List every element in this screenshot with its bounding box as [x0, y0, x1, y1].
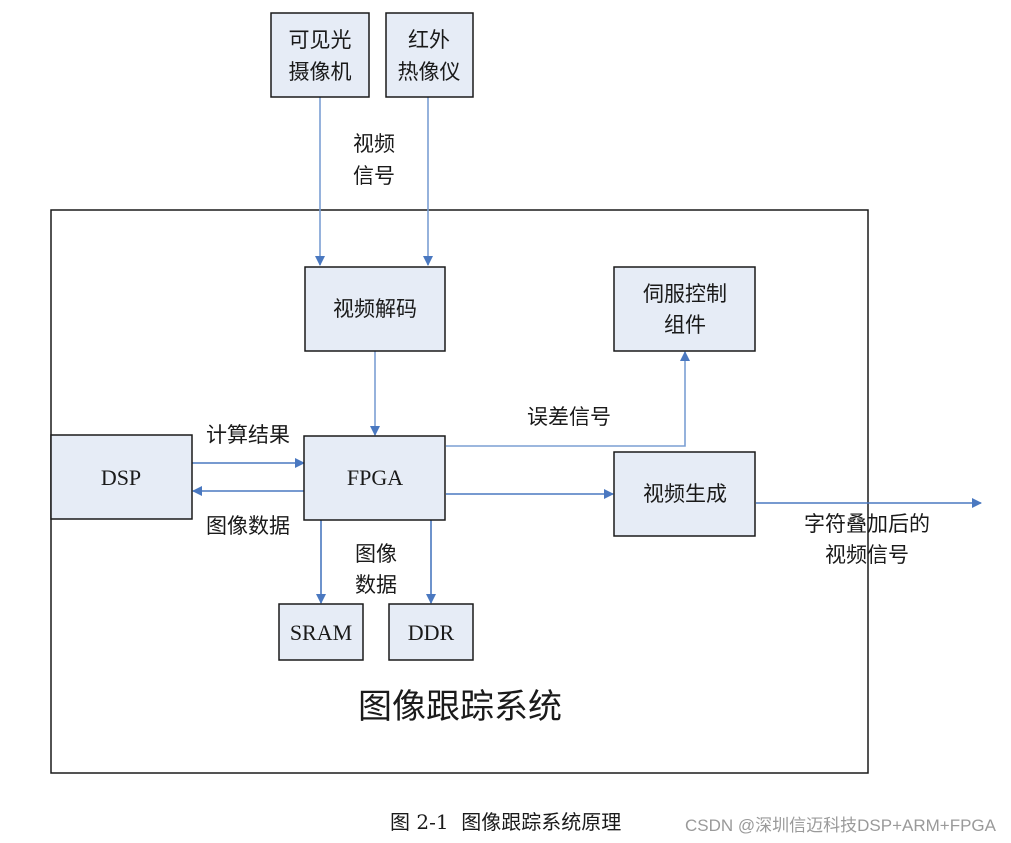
node-label: 组件	[664, 313, 706, 337]
edge-label-error-signal: 误差信号	[527, 405, 611, 429]
edge-label-output-video: 视频信号	[825, 543, 909, 567]
node-label: DSP	[101, 465, 141, 490]
node-dsp: DSP	[50, 434, 193, 520]
edge-label-output-video: 字符叠加后的	[804, 512, 930, 536]
node-label: 可见光	[289, 28, 352, 52]
figure-caption: 图 2-1 图像跟踪系统原理	[390, 810, 621, 834]
edge-label-video-signal: 视频	[353, 132, 395, 156]
node-video-gen: 视频生成	[613, 451, 756, 537]
node-servo-control: 伺服控制 组件	[613, 266, 756, 352]
node-label: SRAM	[290, 620, 352, 645]
edge-label-video-signal: 信号	[353, 164, 395, 188]
node-label: 红外	[408, 28, 450, 52]
node-sram: SRAM	[278, 603, 364, 661]
edge-label-image-data-mem: 图像	[355, 542, 397, 566]
edge-label-image-data-mem: 数据	[355, 573, 397, 597]
edge-label-calc-result: 计算结果	[206, 423, 290, 447]
node-label: 热像仪	[398, 60, 461, 84]
node-label: 摄像机	[289, 60, 352, 84]
node-label: DDR	[408, 620, 455, 645]
node-label: 视频生成	[643, 482, 727, 506]
node-label: FPGA	[347, 465, 403, 490]
edge-label-image-data: 图像数据	[206, 514, 290, 538]
node-ir-imager: 红外 热像仪	[385, 12, 474, 98]
node-label: 视频解码	[333, 297, 417, 321]
node-ddr: DDR	[388, 603, 474, 661]
system-title: 图像跟踪系统	[358, 687, 562, 727]
node-video-decode: 视频解码	[304, 266, 446, 352]
watermark: CSDN @深圳信迈科技DSP+ARM+FPGA	[685, 816, 997, 835]
edge-fpga-to-servo	[446, 351, 690, 447]
node-label: 伺服控制	[643, 282, 727, 306]
node-visible-camera: 可见光 摄像机	[270, 12, 370, 98]
node-fpga: FPGA	[303, 435, 446, 521]
